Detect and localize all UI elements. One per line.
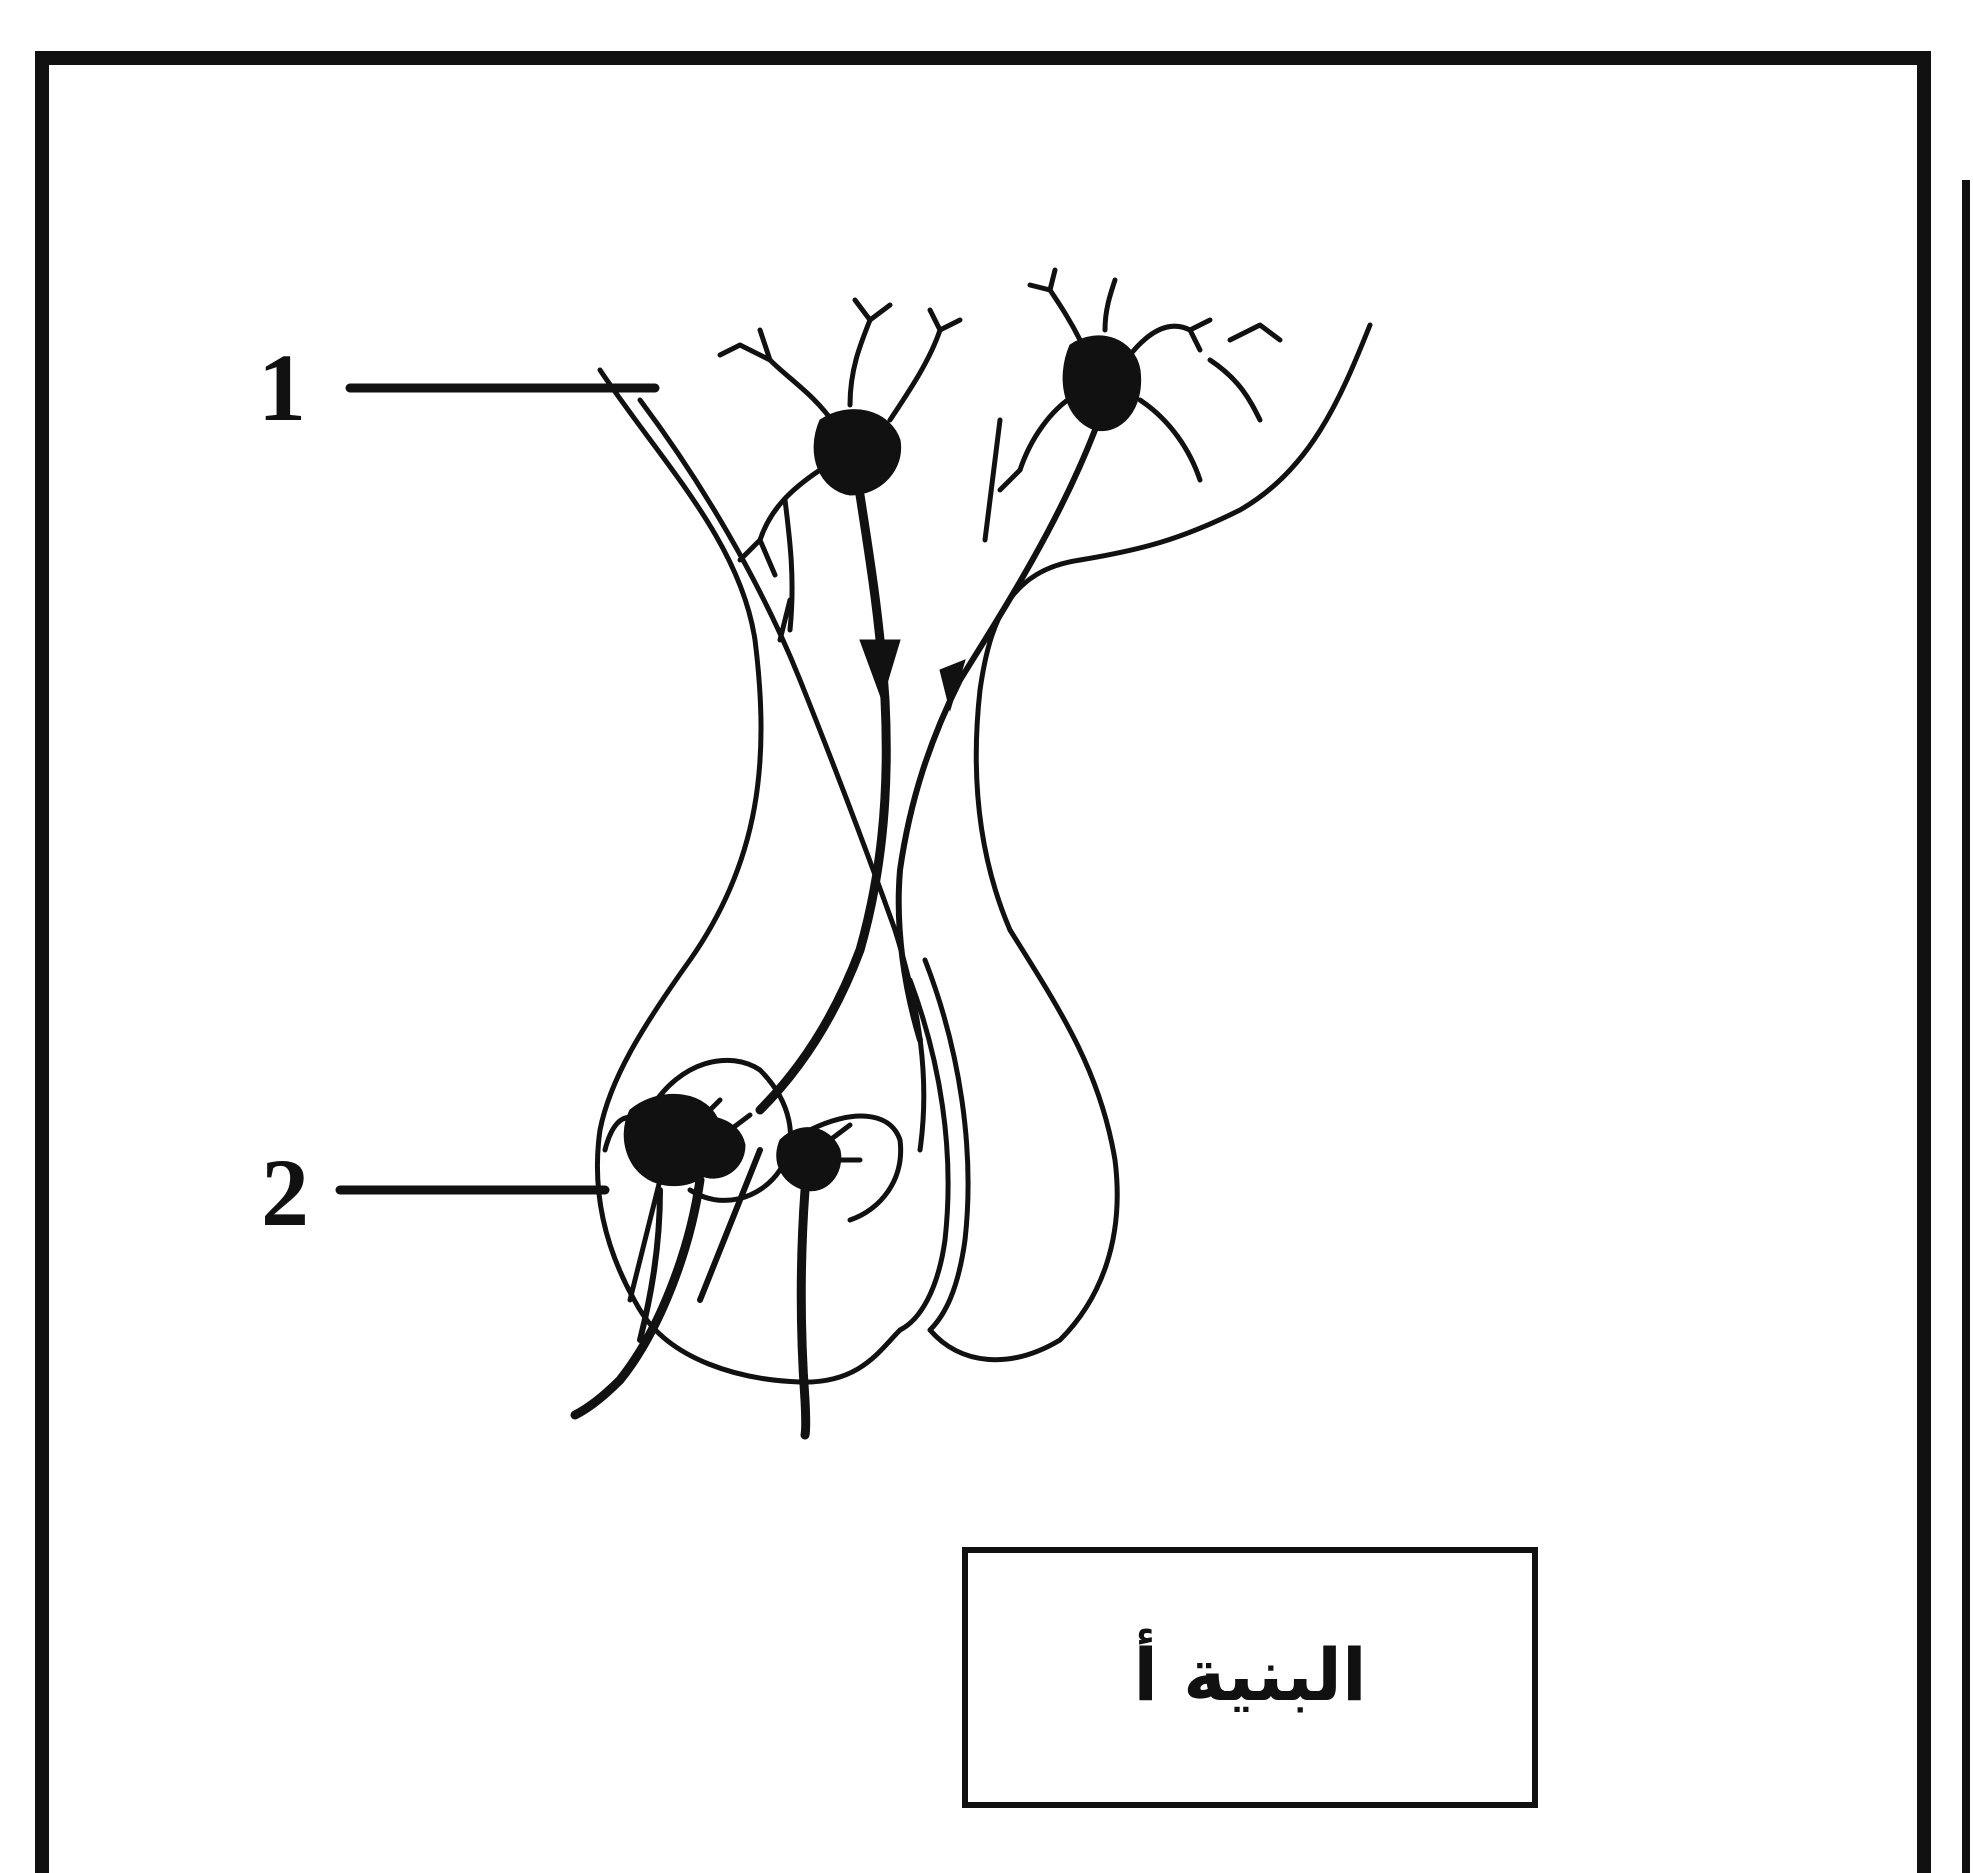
structure-outline-left	[597, 370, 900, 1382]
structure-label: البنية أ	[1133, 1628, 1366, 1717]
axon-right-arrow	[940, 660, 965, 710]
axon-left-arrow	[860, 640, 900, 700]
callout-2-label: 2	[261, 1139, 309, 1246]
callout-1: 1	[258, 334, 655, 441]
fiber-crossing	[640, 400, 924, 1150]
lower-axon-left	[575, 1180, 700, 1415]
structure-outline-inner	[900, 980, 948, 1330]
neuron-drawing	[575, 270, 1370, 1435]
axon-right	[899, 430, 1095, 1040]
lower-axon-right	[801, 1190, 806, 1435]
structure-label-box: البنية أ	[965, 1550, 1535, 1805]
axon-left	[760, 495, 886, 1110]
upper-neuron-right	[985, 270, 1280, 540]
figure-frame	[42, 58, 1924, 1873]
structure-outline-right	[930, 325, 1370, 1360]
callout-1-label: 1	[258, 334, 306, 441]
lower-neuron-right	[777, 1125, 860, 1191]
callout-2: 2	[261, 1139, 605, 1246]
